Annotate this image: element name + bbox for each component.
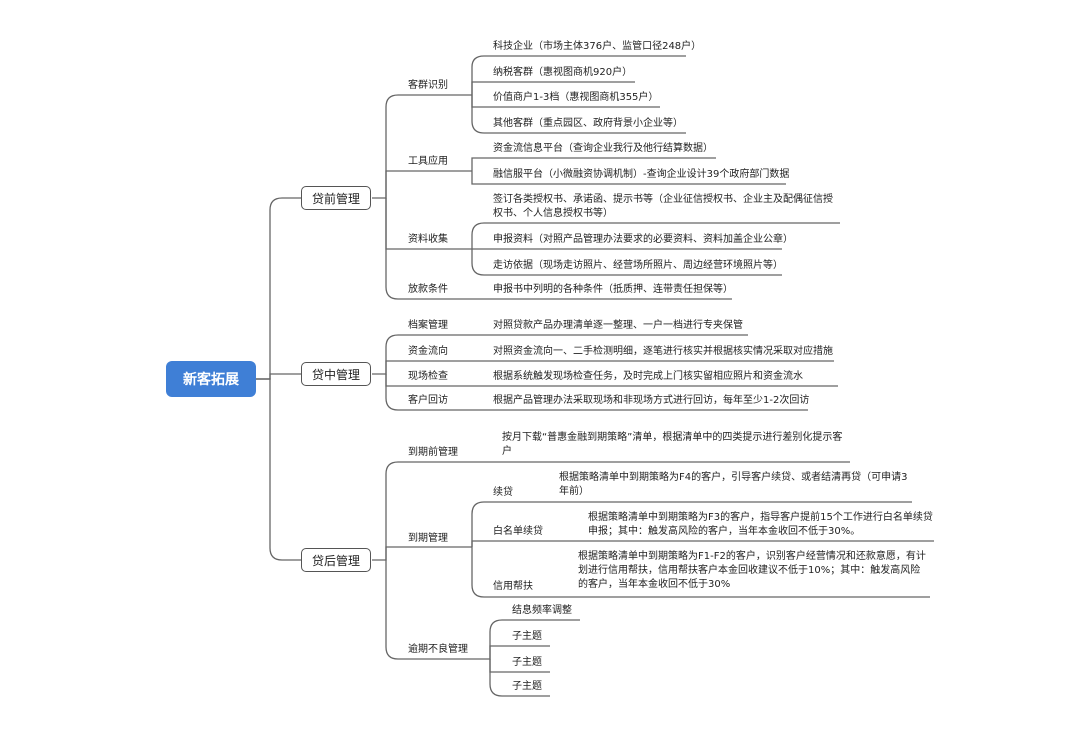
item-pre-maturity[interactable]: 按月下载“普惠金融到期策略”清单，根据清单中的四类提示进行差别化提示客户	[502, 432, 843, 457]
item-authorization-documents[interactable]: 签订各类授权书、承诺函、提示书等（企业征信授权书、企业主及配偶征信授权书、个人信…	[493, 194, 833, 219]
subgroup-renewal[interactable]: 续贷	[493, 487, 513, 498]
item-archive-management[interactable]: 对照贷款产品办理清单逐一整理、一户一档进行专夹保管	[493, 320, 743, 331]
link-root-mid	[256, 373, 301, 380]
item-tax-customers[interactable]: 纳税客群（惠视图商机920户）	[493, 67, 633, 78]
item-subtopic-2[interactable]: 子主题	[512, 657, 542, 668]
item-customer-revisit[interactable]: 根据产品管理办法采取现场和非现场方式进行回访，每年至少1-2次回访	[493, 395, 810, 406]
group-maturity[interactable]: 到期管理	[408, 533, 448, 544]
group-customer-revisit[interactable]: 客户回访	[408, 395, 448, 406]
group-loan-conditions[interactable]: 放款条件	[408, 284, 448, 295]
item-subtopic-1[interactable]: 子主题	[512, 631, 542, 642]
main-topic-mid-loan[interactable]: 贷中管理	[301, 362, 371, 386]
group-pre-maturity[interactable]: 到期前管理	[408, 447, 458, 458]
link-root-post	[256, 378, 301, 561]
item-credit-service-platform[interactable]: 融信服平台（小微融资协调机制）-查询企业设计39个政府部门数据	[493, 169, 790, 180]
item-application-materials[interactable]: 申报资料（对照产品管理办法要求的必要资料、资料加盖企业公章）	[493, 234, 793, 245]
item-tech-enterprises[interactable]: 科技企业（市场主体376户、监管口径248户）	[493, 41, 702, 52]
group-customer-identification[interactable]: 客群识别	[408, 80, 448, 91]
link-root-pre	[256, 197, 301, 380]
item-value-merchants[interactable]: 价值商户1-3档（惠视图商机355户）	[493, 92, 659, 103]
item-whitelist-renewal[interactable]: 根据策略清单中到期策略为F3的客户，指导客户提前15个工作进行白名单续贷申报；其…	[588, 512, 933, 537]
group-fund-flow[interactable]: 资金流向	[408, 346, 448, 357]
item-interest-frequency[interactable]: 结息频率调整	[512, 605, 572, 616]
item-site-inspection[interactable]: 根据系统触发现场检查任务，及时完成上门核实留相应照片和资金流水	[493, 371, 803, 382]
item-credit-assistance[interactable]: 根据策略清单中到期策略为F1-F2的客户，识别客户经营情况和还款意愿，有计划进行…	[578, 551, 926, 590]
item-fund-flow-platform[interactable]: 资金流信息平台（查询企业我行及他行结算数据）	[493, 143, 713, 154]
group-document-collection[interactable]: 资料收集	[408, 234, 448, 245]
group-tool-application[interactable]: 工具应用	[408, 156, 448, 167]
item-visit-evidence[interactable]: 走访依据（现场走访照片、经营场所照片、周边经营环境照片等）	[493, 260, 783, 271]
item-application-conditions[interactable]: 申报书中列明的各种条件（抵质押、连带责任担保等）	[493, 284, 733, 295]
item-renewal[interactable]: 根据策略清单中到期策略为F4的客户，引导客户续贷、或者结清再贷（可申请3年前）	[559, 472, 908, 497]
main-topic-post-loan[interactable]: 贷后管理	[301, 548, 371, 572]
item-fund-flow[interactable]: 对照资金流向一、二手检测明细，逐笔进行核实并根据核实情况采取对应措施	[493, 346, 833, 357]
group-archive-management[interactable]: 档案管理	[408, 320, 448, 331]
group-site-inspection[interactable]: 现场检查	[408, 371, 448, 382]
item-subtopic-3[interactable]: 子主题	[512, 681, 542, 692]
group-overdue-npl[interactable]: 逾期不良管理	[408, 644, 468, 655]
root-topic[interactable]: 新客拓展	[166, 361, 256, 397]
item-other-customers[interactable]: 其他客群（重点园区、政府背景小企业等）	[493, 118, 683, 129]
subgroup-credit-assistance[interactable]: 信用帮扶	[493, 581, 533, 592]
main-topic-pre-loan[interactable]: 贷前管理	[301, 186, 371, 210]
subgroup-whitelist-renewal[interactable]: 白名单续贷	[493, 526, 543, 537]
